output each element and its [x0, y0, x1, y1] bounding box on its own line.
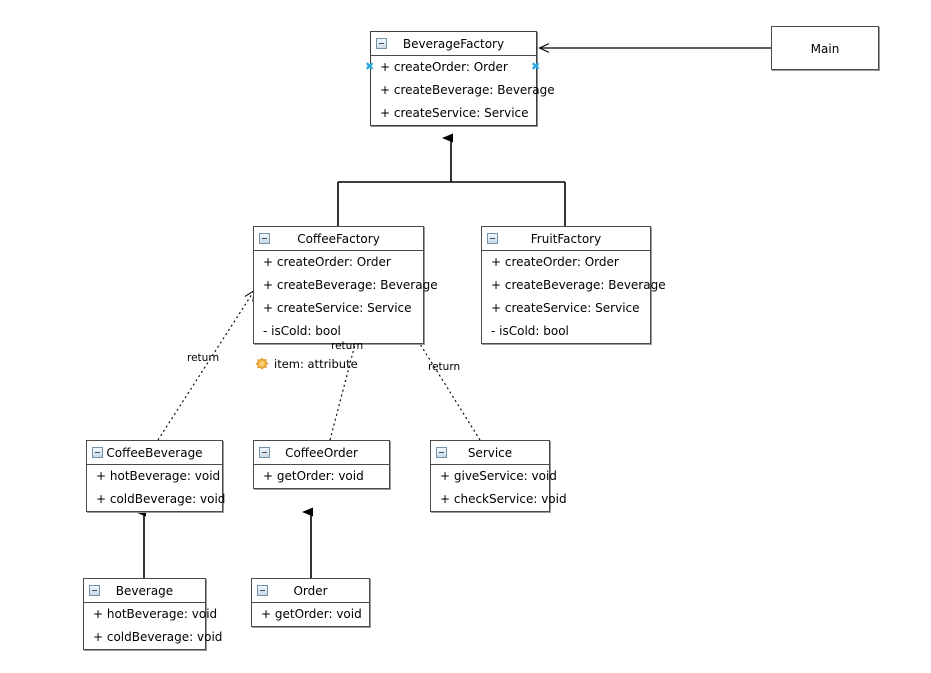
edge-label-coffeebeverage-return: return: [187, 352, 220, 364]
note-label-item-attribute: item: attribute: [274, 357, 358, 371]
class-name-service: Service: [467, 446, 513, 460]
box-main[interactable]: Main: [771, 26, 879, 70]
class-member: - isCold: bool: [491, 324, 569, 338]
class-members-beverage: + hotBeverage: void + coldBeverage: void: [84, 603, 223, 649]
class-header-coffee-factory: CoffeeFactory: [254, 227, 423, 251]
class-header-order: Order: [252, 579, 369, 603]
class-box-service[interactable]: Service + giveService: void + checkServi…: [430, 440, 567, 512]
class-name-beverage-factory: BeverageFactory: [402, 37, 505, 51]
attribute-star-icon: [255, 357, 269, 370]
class-member: + createOrder: Order: [263, 255, 391, 269]
class-member: + createOrder: Order: [380, 60, 508, 74]
class-member: + createService: Service: [491, 301, 640, 315]
collapse-minus-icon[interactable]: [487, 233, 498, 244]
class-members-coffee-factory: + createOrder: Order + createBeverage: B…: [254, 251, 438, 343]
class-member: + createBeverage: Beverage: [263, 278, 438, 292]
class-member: + giveService: void: [440, 469, 557, 483]
class-box-coffee-order[interactable]: CoffeeOrder + getOrder: void: [253, 440, 390, 489]
class-member: + hotBeverage: void: [93, 607, 218, 621]
collapse-minus-icon[interactable]: [436, 447, 447, 458]
collapse-minus-icon[interactable]: [259, 447, 270, 458]
class-header-beverage-factory: BeverageFactory: [371, 32, 536, 56]
class-member: + createService: Service: [263, 301, 412, 315]
class-members-fruit-factory: + createOrder: Order + createBeverage: B…: [482, 251, 666, 343]
class-member: + coldBeverage: void: [96, 492, 226, 506]
class-member: - isCold: bool: [263, 324, 341, 338]
class-box-fruit-factory[interactable]: FruitFactory + createOrder: Order + crea…: [481, 226, 666, 344]
selection-handle-left[interactable]: ✖: [365, 60, 375, 73]
box-label-main: Main: [810, 42, 840, 56]
class-header-fruit-factory: FruitFactory: [482, 227, 650, 251]
class-box-beverage[interactable]: Beverage + hotBeverage: void + coldBever…: [83, 578, 223, 650]
collapse-minus-icon[interactable]: [257, 585, 268, 596]
class-member: + createBeverage: Beverage: [380, 83, 555, 97]
collapse-minus-icon[interactable]: [92, 447, 103, 458]
class-box-coffee-factory[interactable]: CoffeeFactory + createOrder: Order + cre…: [253, 226, 438, 344]
collapse-minus-icon[interactable]: [89, 585, 100, 596]
class-member: + checkService: void: [440, 492, 567, 506]
class-header-coffee-order: CoffeeOrder: [254, 441, 389, 465]
class-name-coffee-factory: CoffeeFactory: [297, 232, 380, 246]
class-header-service: Service: [431, 441, 549, 465]
class-header-beverage: Beverage: [84, 579, 205, 603]
selection-handle-right[interactable]: ✖: [531, 60, 541, 73]
class-member: + hotBeverage: void: [96, 469, 221, 483]
class-name-fruit-factory: FruitFactory: [530, 232, 602, 246]
class-name-coffee-order: CoffeeOrder: [285, 446, 358, 460]
class-header-coffee-beverage: CoffeeBeverage: [87, 441, 222, 465]
class-members-service: + giveService: void + checkService: void: [431, 465, 567, 511]
class-member: + createOrder: Order: [491, 255, 619, 269]
class-box-order[interactable]: Order + getOrder: void: [251, 578, 370, 627]
class-member: + coldBeverage: void: [93, 630, 223, 644]
class-members-coffee-beverage: + hotBeverage: void + coldBeverage: void: [87, 465, 226, 511]
collapse-minus-icon[interactable]: [376, 38, 387, 49]
edge-factories-to-beveragefactory: [337, 133, 566, 226]
class-members-coffee-order: + getOrder: void: [254, 465, 389, 488]
class-member: + createService: Service: [380, 106, 529, 120]
class-box-beverage-factory[interactable]: BeverageFactory + createOrder: Order + c…: [370, 31, 555, 126]
edge-coffeebeverage-to-coffeefactory: [157, 289, 255, 441]
note-item-attribute[interactable]: item: attribute: [255, 357, 358, 371]
class-member: + createBeverage: Beverage: [491, 278, 666, 292]
class-name-order: Order: [293, 584, 328, 598]
class-member: + getOrder: void: [261, 607, 362, 621]
edge-label-service-return: return: [428, 361, 461, 373]
class-members-beverage-factory: + createOrder: Order + createBeverage: B…: [371, 56, 555, 125]
class-name-beverage: Beverage: [115, 584, 174, 598]
edge-label-coffeeorder-return: return: [331, 340, 364, 352]
class-name-coffee-beverage: CoffeeBeverage: [106, 446, 203, 460]
class-member: + getOrder: void: [263, 469, 364, 483]
collapse-minus-icon[interactable]: [259, 233, 270, 244]
class-box-coffee-beverage[interactable]: CoffeeBeverage + hotBeverage: void + col…: [86, 440, 226, 512]
class-members-order: + getOrder: void: [252, 603, 369, 626]
